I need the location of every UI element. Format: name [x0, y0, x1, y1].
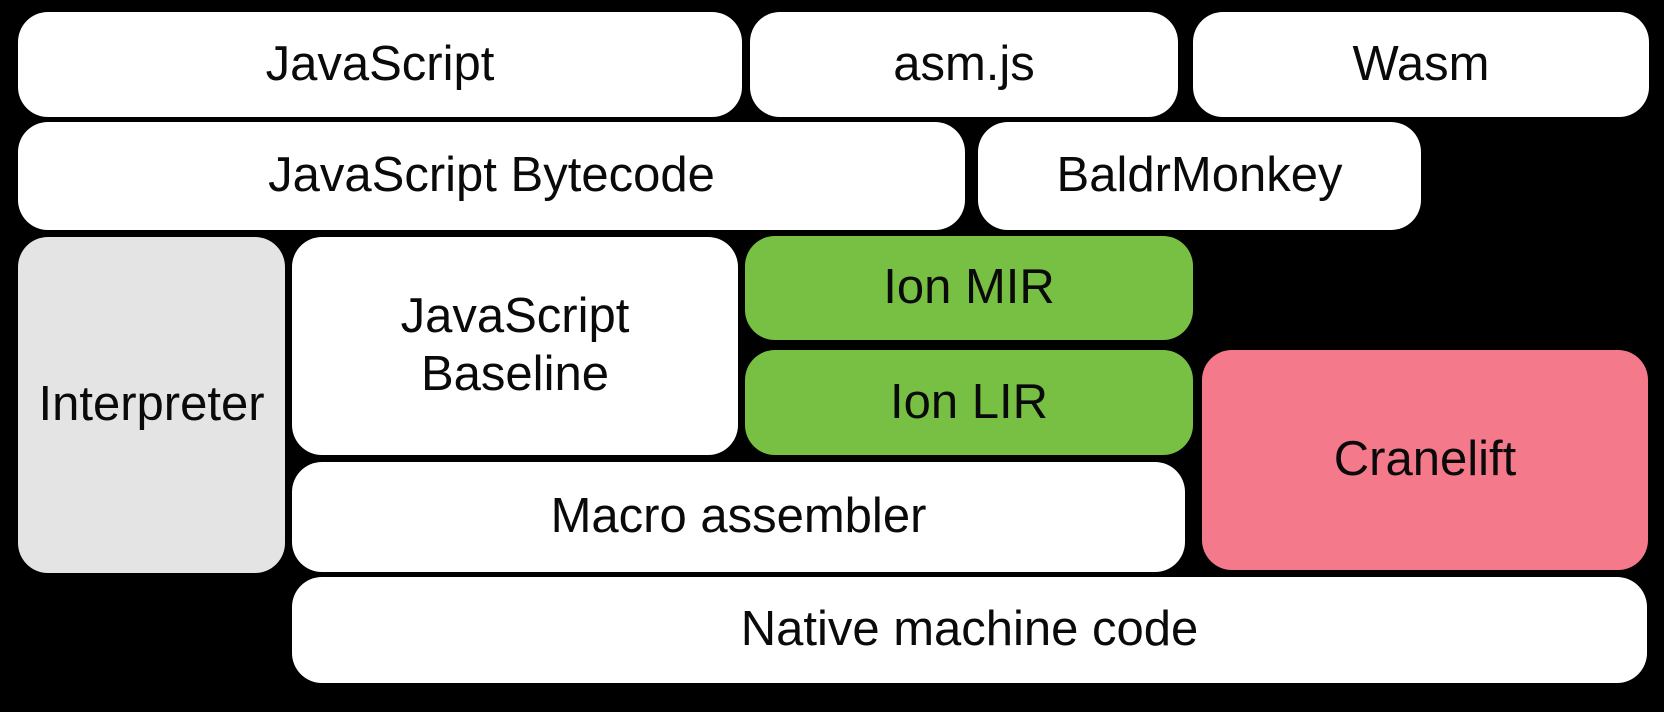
javascript-baseline-label: JavaScript Baseline: [400, 289, 630, 401]
ion-mir-box: Ion MIR: [745, 236, 1193, 340]
javascript-label: JavaScript: [265, 36, 495, 91]
asm-js-box: asm.js: [750, 12, 1178, 117]
native-machine-code-box: Native machine code: [292, 577, 1647, 683]
macro-assembler-box: Macro assembler: [292, 462, 1185, 572]
wasm-box: Wasm: [1193, 12, 1649, 117]
ion-lir-box: Ion LIR: [745, 350, 1193, 455]
cranelift-label: Cranelift: [1333, 432, 1517, 487]
baldrmonkey-box: BaldrMonkey: [978, 122, 1421, 230]
interpreter-box: Interpreter: [18, 237, 285, 573]
interpreter-label: Interpreter: [38, 377, 265, 432]
javascript-box: JavaScript: [18, 12, 742, 117]
asm-js-label: asm.js: [893, 36, 1035, 91]
macro-assembler-label: Macro assembler: [550, 489, 927, 544]
ion-lir-label: Ion LIR: [890, 374, 1048, 429]
wasm-label: Wasm: [1352, 36, 1490, 91]
native-machine-code-label: Native machine code: [740, 602, 1199, 657]
baldrmonkey-label: BaldrMonkey: [1056, 148, 1343, 203]
javascript-baseline-box: JavaScript Baseline: [292, 237, 738, 455]
ion-mir-label: Ion MIR: [883, 260, 1055, 315]
cranelift-box: Cranelift: [1202, 350, 1648, 570]
javascript-bytecode-label: JavaScript Bytecode: [268, 148, 715, 203]
javascript-bytecode-box: JavaScript Bytecode: [18, 122, 965, 230]
